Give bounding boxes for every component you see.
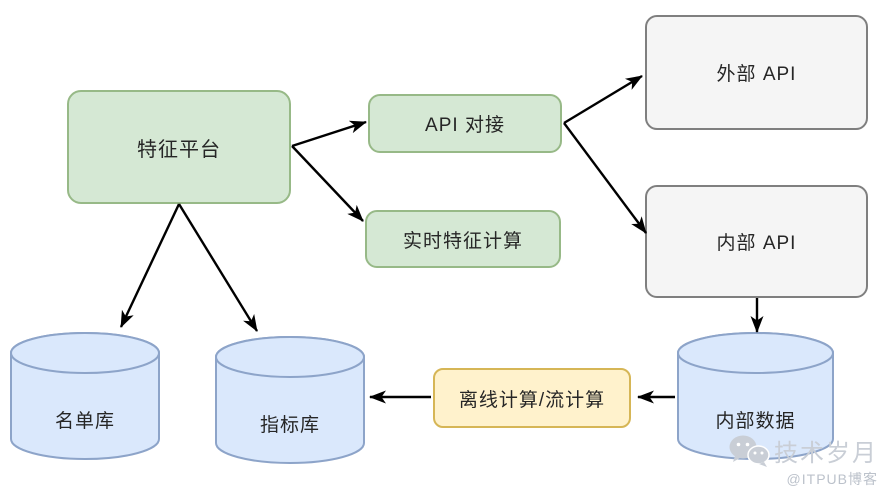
watermark: 技术岁月 @ITPUB博客 <box>728 433 878 489</box>
node-list-db-label: 名单库 <box>54 411 115 433</box>
database-cylinder-icon <box>677 332 834 460</box>
watermark-brand: 技术岁月 <box>774 440 878 467</box>
node-realtime-feature-compute-label: 实时特征计算 <box>402 230 523 252</box>
watermark-row: 技术岁月 <box>728 433 878 468</box>
database-cylinder-icon <box>215 336 365 464</box>
node-list-db: 名单库 <box>10 332 160 460</box>
node-internal-api-label: 内部 API <box>716 233 797 254</box>
database-cylinder-icon <box>10 332 160 460</box>
node-offline-stream-compute: 离线计算/流计算 <box>433 368 631 428</box>
wechat-icon <box>729 435 770 467</box>
node-metric-db-label: 指标库 <box>259 415 320 437</box>
node-api-integration: API 对接 <box>368 94 562 153</box>
node-offline-stream-compute-label: 离线计算/流计算 <box>458 389 606 411</box>
node-realtime-feature-compute: 实时特征计算 <box>365 210 561 268</box>
node-internal-api: 内部 API <box>645 185 868 298</box>
node-api-integration-label: API 对接 <box>425 115 505 136</box>
node-feature-platform-label: 特征平台 <box>137 138 221 161</box>
watermark-credit: @ITPUB博客 <box>786 471 878 487</box>
node-external-api: 外部 API <box>645 15 868 130</box>
node-internal-data-label: 内部数据 <box>715 411 796 433</box>
node-internal-data: 内部数据 <box>677 332 834 460</box>
node-external-api-label: 外部 API <box>716 64 797 85</box>
node-metric-db: 指标库 <box>215 336 365 464</box>
node-feature-platform: 特征平台 <box>67 90 291 204</box>
